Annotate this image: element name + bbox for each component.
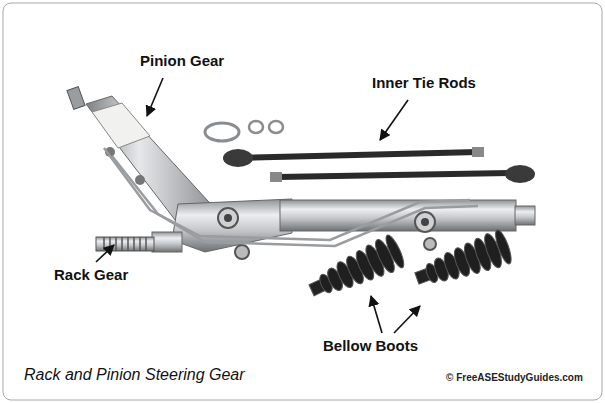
part-label: Rack Gear bbox=[54, 266, 128, 283]
part-label: Bellow Boots bbox=[323, 337, 418, 354]
rack-gear-teeth bbox=[96, 237, 154, 251]
part-label: Pinion Gear bbox=[140, 52, 224, 69]
watermark: © FreeASEStudyGuides.com bbox=[446, 372, 583, 383]
part-label: Inner Tie Rods bbox=[372, 74, 476, 91]
bellow-boot bbox=[304, 233, 407, 307]
leader-arrows bbox=[96, 78, 420, 333]
figure-caption: Rack and Pinion Steering Gear bbox=[24, 366, 245, 384]
clamps bbox=[205, 121, 283, 141]
bellow-boot bbox=[411, 228, 514, 295]
inner-tie-rods bbox=[223, 147, 535, 183]
hydraulic-lines bbox=[104, 148, 478, 246]
frame bbox=[3, 3, 602, 400]
